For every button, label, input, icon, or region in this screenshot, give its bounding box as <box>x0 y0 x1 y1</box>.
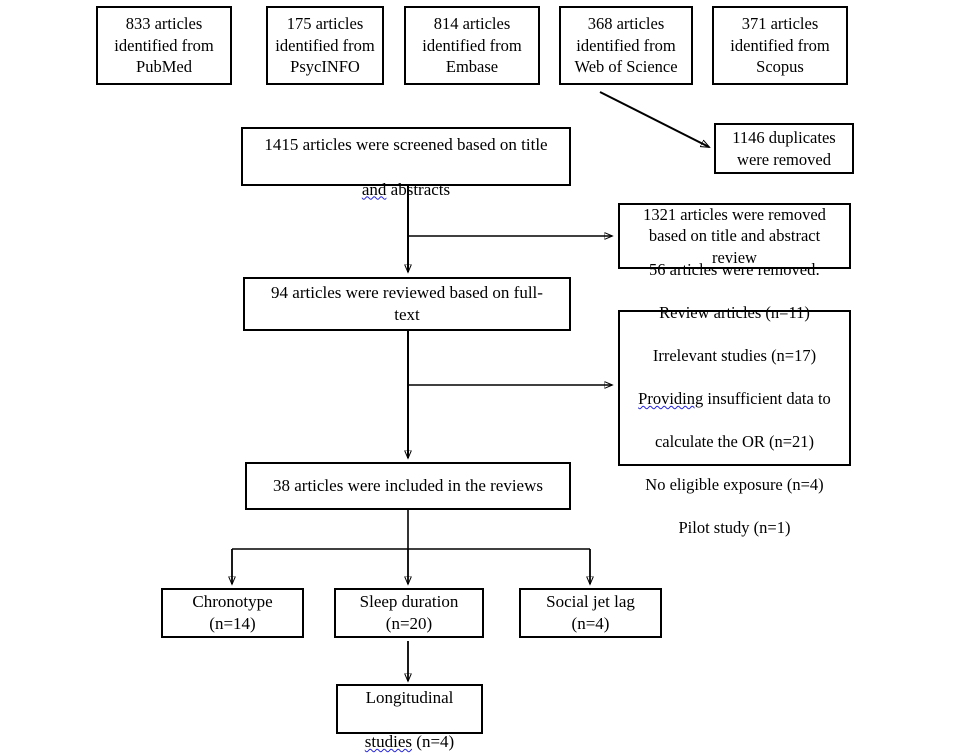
fulltext-reviewed-text: 94 articles were reviewed based on full-… <box>271 282 543 324</box>
source-box-pubmed: 833 articles identified from PubMed <box>96 6 232 85</box>
excluded-fulltext-heading: 56 articles were removed: <box>649 260 820 280</box>
included-box: 38 articles were included in the reviews <box>245 462 571 510</box>
screened-box: 1415 articles were screened based on tit… <box>241 127 571 199</box>
duplicates-removed-box: 1146 duplicates were removed <box>714 123 854 174</box>
source-box-embase-text: 814 articles identified from Embase <box>422 14 522 77</box>
source-box-web-of-science: 368 articles identified from Web of Scie… <box>559 6 693 85</box>
screened-line1: 1415 articles were screened based on tit… <box>264 135 548 155</box>
excluded-title-abstract-box: 1321 articles were removed based on titl… <box>618 203 851 269</box>
excluded-reason-review-articles: Review articles (n=11) <box>659 303 810 323</box>
longitudinal-studies-box: Longitudinal studies (n=4) <box>336 684 483 751</box>
longitudinal-line1: Longitudinal <box>365 687 454 707</box>
outcome-box-social-jet-lag-text: Social jet lag (n=4) <box>546 591 635 633</box>
excluded-reason-pilot-study: Pilot study (n=1) <box>678 517 791 537</box>
screened-line2-rest: abstracts <box>386 179 451 199</box>
included-text: 38 articles were included in the reviews <box>272 475 543 495</box>
longitudinal-line2-rest: (n=4) <box>412 732 455 752</box>
fulltext-reviewed-box: 94 articles were reviewed based on full-… <box>243 277 571 331</box>
excluded-reason-insufficient-data: insufficient data to <box>703 389 831 408</box>
source-box-embase: 814 articles identified from Embase <box>404 6 540 85</box>
outcome-box-sleep-duration-text: Sleep duration (n=20) <box>359 591 459 633</box>
excluded-reason-no-eligible-exposure: No eligible exposure (n=4) <box>645 474 824 494</box>
excluded-fulltext-box: 56 articles were removed: Review article… <box>618 260 851 537</box>
duplicates-removed-text: 1146 duplicates were removed <box>732 128 836 169</box>
excluded-reason-irrelevant-studies: Irrelevant studies (n=17) <box>652 346 817 366</box>
excluded-reason-providing-misspelled: Providing <box>638 389 704 408</box>
excluded-fulltext-text: 56 articles were removed: Review article… <box>624 238 845 538</box>
source-box-scopus: 371 articles identified from Scopus <box>712 6 848 85</box>
source-box-psycinfo: 175 articles identified from PsycINFO <box>266 6 384 85</box>
source-box-pubmed-text: 833 articles identified from PubMed <box>114 14 214 77</box>
source-box-scopus-text: 371 articles identified from Scopus <box>730 14 830 77</box>
outcome-box-chronotype: Chronotype (n=14) <box>161 588 304 638</box>
excluded-reason-calculate-or: calculate the OR (n=21) <box>654 431 815 451</box>
screened-box-text: 1415 articles were screened based on tit… <box>247 112 565 200</box>
source-box-psycinfo-text: 175 articles identified from PsycINFO <box>275 14 375 77</box>
longitudinal-line2-misspelled: studies <box>364 732 413 752</box>
outcome-box-social-jet-lag: Social jet lag (n=4) <box>519 588 662 638</box>
source-box-web-of-science-text: 368 articles identified from Web of Scie… <box>574 14 678 77</box>
outcome-box-sleep-duration: Sleep duration (n=20) <box>334 588 484 638</box>
outcome-box-chronotype-text: Chronotype (n=14) <box>192 591 273 633</box>
arrow-sources-to-duplicates <box>599 91 709 147</box>
longitudinal-studies-text: Longitudinal studies (n=4) <box>342 665 477 753</box>
excluded-title-abstract-text: 1321 articles were removed based on titl… <box>643 204 826 267</box>
screened-line2-misspelled: and <box>361 179 387 199</box>
